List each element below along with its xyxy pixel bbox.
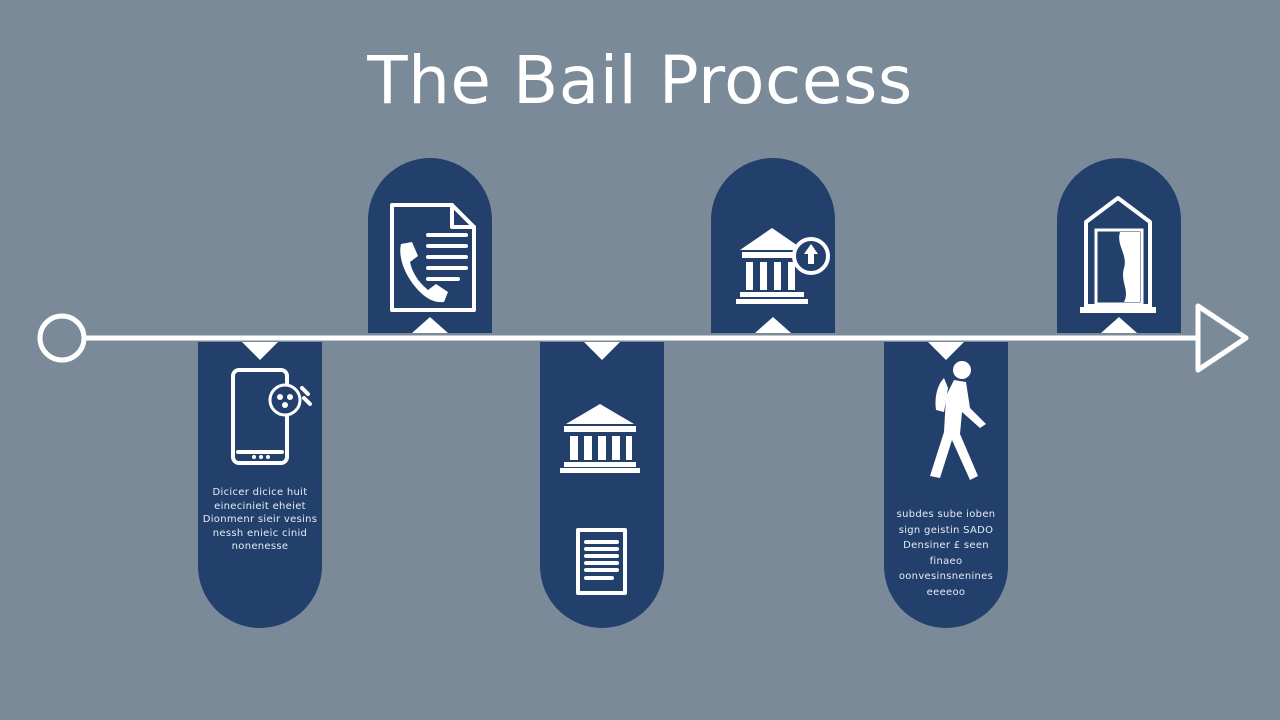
- caption-line: oonvesinsnenines: [898, 571, 994, 582]
- document-icon: [576, 528, 627, 595]
- step-1-pill: [198, 342, 322, 628]
- courthouse-icon: [560, 404, 640, 473]
- courthouse-clock-icon: [736, 228, 830, 304]
- caption-line: Densiner £ seen finaeo: [903, 540, 989, 567]
- caption-line: einecinieit eheiet: [214, 500, 306, 512]
- caption-line: Dicicer dicice huit: [212, 487, 308, 498]
- caption-line: nessh enieic cinid: [212, 527, 308, 539]
- phone-document-icon: [390, 203, 476, 312]
- step-6-notch: [1101, 317, 1137, 333]
- step-5-pill: [884, 342, 1008, 628]
- caption-line: Dionmenr sieir vesins: [202, 514, 318, 525]
- step-5-notch: [928, 342, 964, 360]
- step-1-notch: [242, 342, 278, 360]
- step-3-pill: [540, 342, 664, 628]
- timeline-start-circle: [37, 313, 87, 363]
- step-4-notch: [755, 317, 791, 333]
- walking-person-icon: [930, 361, 986, 480]
- page-title: The Bail Process: [367, 42, 913, 119]
- step-1-caption: Dicicer dicice huit einecinieit eheiet D…: [200, 486, 320, 554]
- house-door-icon: [1080, 196, 1156, 313]
- caption-line: subdes sube ioben: [896, 509, 996, 520]
- caption-line: eeeeoo: [926, 586, 966, 598]
- step-2-notch: [412, 317, 448, 333]
- timeline-arrow-head: [1195, 303, 1249, 373]
- step-3-notch: [584, 342, 620, 360]
- smartphone-icon: [231, 368, 312, 465]
- caption-line: nonenesse: [231, 541, 289, 552]
- step-5-caption: subdes sube ioben sign geistin SADO Dens…: [886, 507, 1006, 600]
- caption-line: sign geistin SADO: [898, 524, 994, 536]
